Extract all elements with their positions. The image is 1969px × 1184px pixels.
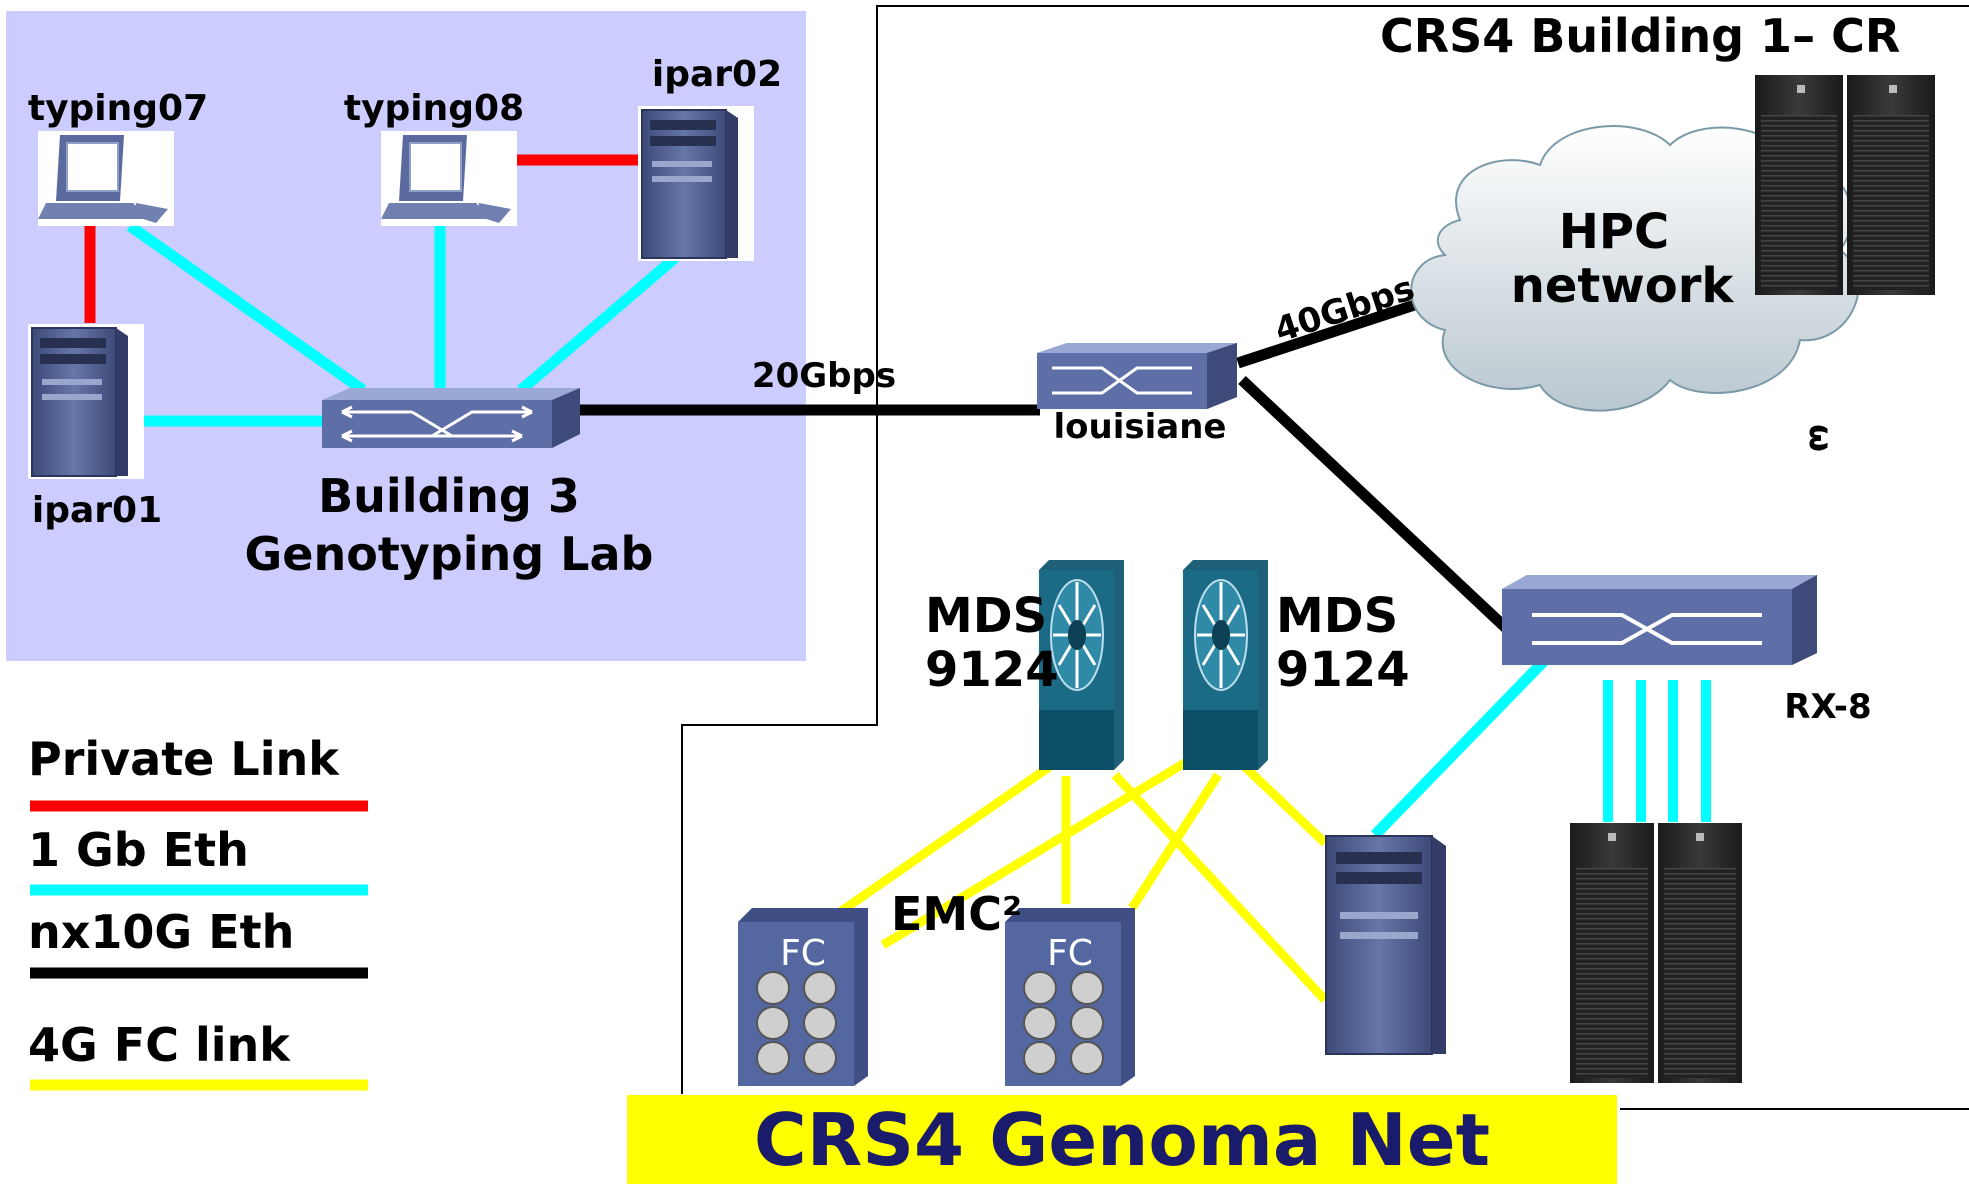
lab-title-line2: Genotyping Lab [245,527,654,581]
legend-label-fc-link: 4G FC link [28,1018,291,1072]
server-rack-icon-hpc [1755,75,1935,295]
workstation-icon-typing08 [381,131,517,226]
switch-icon-louisiane [1037,343,1237,409]
link-speed-20gbps: 20Gbps [752,356,896,396]
cloud-label-line2: network [1511,258,1735,314]
banner-title: CRS4 Genoma Net [754,1098,1490,1182]
legend: Private Link 1 Gb Eth nx10G Eth 4G FC li… [28,732,368,1091]
workstation-icon-typing07 [38,131,174,226]
mds-left-line1: MDS [925,588,1047,644]
fc-label-2: FC [1047,933,1093,974]
link-speed-40gbps: 40Gbps [1270,268,1419,351]
mds-left-line2: 9124 [925,642,1059,698]
legend-label-private-link: Private Link [28,732,340,786]
fc-link-1 [837,759,1058,916]
fabric-switch-icon-mds-left [1039,560,1124,770]
fc-label-1: FC [780,933,826,974]
server-tower-icon-ipar02 [638,106,754,261]
building1-boundary [681,5,1969,1094]
fc-link-3 [1111,771,1329,1004]
cloud-label-line1: HPC [1559,204,1670,260]
cloud-fragment-label: ω [1802,424,1840,452]
link-typing07-switch [126,221,367,395]
switch-label-rx8: RX-8 [1784,687,1871,727]
emc-label: EMC² [891,887,1022,941]
legend-label-10g-eth: nx10G Eth [28,905,294,959]
host-label-typing08: typing08 [344,88,524,129]
link-louisiane-rx8 [1238,375,1512,635]
server-tower-icon-ipar01 [28,324,144,479]
server-tower-icon-storage [1325,835,1446,1055]
lab-title-line1: Building 3 [318,469,580,523]
cloud-icon-hpc [1410,125,1860,412]
switch-icon-lab [322,388,580,448]
switch-icon-rx8 [1502,575,1817,665]
host-label-ipar02: ipar02 [652,54,782,95]
legend-label-1gb-eth: 1 Gb Eth [28,823,249,877]
fc-link-4 [880,754,1196,949]
host-label-typing07: typing07 [28,88,208,129]
host-label-ipar01: ipar01 [32,490,162,531]
server-rack-icon-rx8 [1570,823,1742,1083]
link-ipar02-switch [517,253,679,395]
mds-right-line1: MDS [1276,588,1398,644]
link-rx8-server [1371,656,1549,839]
fabric-switch-icon-mds-right [1183,560,1268,770]
fc-storage-icon-2 [1005,908,1135,1086]
link-louisiane-hpc [1236,289,1447,369]
mds-right-line2: 9124 [1276,642,1410,698]
switch-label-louisiane: louisiane [1054,407,1227,447]
fc-storage-icon-1 [738,908,868,1086]
building1-title: CRS4 Building 1– CR [1380,9,1900,63]
fc-link-6 [1241,763,1329,847]
fc-link-5 [1128,772,1222,911]
banner-background [627,1095,1617,1184]
